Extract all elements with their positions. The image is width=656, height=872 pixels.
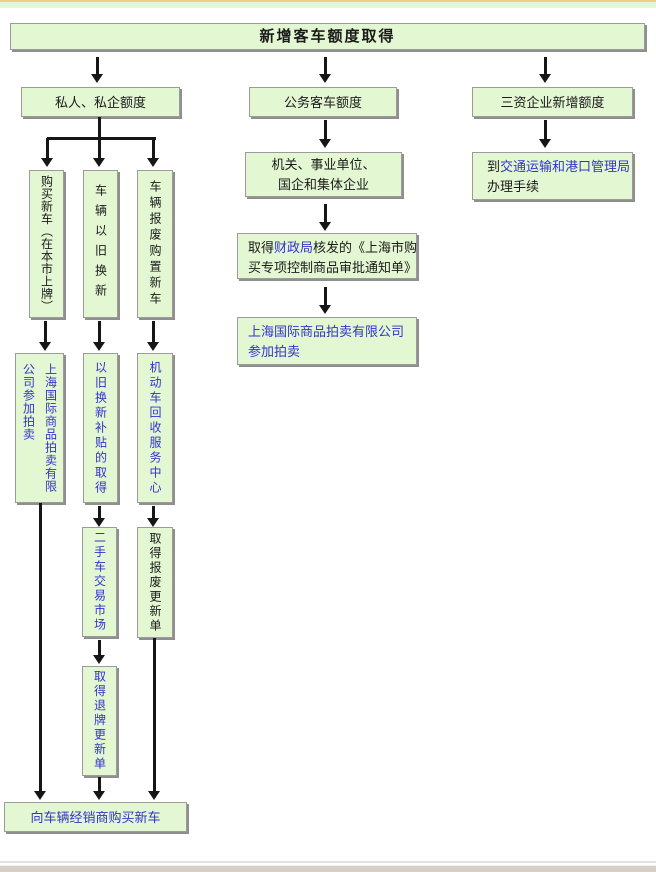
finance-approval-line1: 取得财政局核发的《上海市购 [248, 238, 417, 258]
arrow-finance-to-auction [319, 287, 332, 314]
connector-stem [98, 117, 101, 138]
arrow-market-to-platecert [93, 640, 106, 664]
shanghai-auction-link-line1[interactable]: 上海国际商品拍卖有限 [43, 363, 58, 493]
org-units-line1: 机关、事业单位、 [271, 156, 376, 172]
transport-bureau-box: 到交通运输和港口管理局 办理手续 [472, 152, 633, 200]
org-units-box: 机关、事业单位、 国企和集体企业 [245, 152, 402, 197]
branch-foreign-box: 三资企业新增额度 [472, 87, 633, 117]
arrow-foreign-to-transport [539, 120, 552, 148]
recycle-center-link-label[interactable]: 机动车回收服务中心 [148, 360, 162, 496]
used-car-market-link-box[interactable]: 二手车交易市场 [82, 527, 117, 637]
scrap-purchase-box: 车辆报废购置新车 [137, 170, 173, 318]
scrap-renewal-cert-box: 取得报废更新单 [137, 527, 173, 638]
top-accent-line [0, 0, 656, 2]
arrow-scrap-to-recycle [147, 321, 160, 351]
arrow-split-left [41, 138, 54, 167]
plate-return-cert-link-box[interactable]: 取得退牌更新单 [82, 666, 117, 776]
trade-in-label: 车辆以旧换新 [93, 184, 108, 304]
branch-official-box: 公务客车额度 [249, 87, 397, 117]
arrow-tradein-to-subsidy [93, 321, 106, 351]
page-title: 新增客车额度取得 [259, 28, 396, 45]
shanghai-auction-vertical-box[interactable]: 上海国际商品拍卖有限 公司参加拍卖 [15, 353, 64, 503]
arrow-auction-to-dealer [34, 503, 47, 800]
buy-new-car-label: 购买新车（在本市上牌） [39, 175, 54, 313]
buy-new-car-box: 购买新车（在本市上牌） [29, 170, 64, 318]
trade-in-box: 车辆以旧换新 [83, 170, 118, 318]
auction-company-link-box[interactable]: 上海国际商品拍卖有限公司 参加拍卖 [237, 317, 417, 365]
finance-approval-line2: 买专项控制商品审批通知单》 [248, 260, 418, 275]
transport-bureau-line2: 办理手续 [487, 179, 540, 194]
dealer-purchase-link-box[interactable]: 向车辆经销商购买新车 [4, 802, 187, 832]
arrow-buynew-to-auction [39, 321, 52, 351]
transport-bureau-text-pre: 到 [487, 159, 501, 174]
branch-official-label: 公务客车额度 [283, 94, 362, 110]
auction-company-link-line2[interactable]: 参加拍卖 [248, 344, 301, 359]
bottom-divider-line [0, 861, 656, 863]
bottom-gray-bar [0, 865, 656, 872]
arrow-subsidy-to-market [93, 506, 106, 527]
shanghai-auction-link-line2[interactable]: 公司参加拍卖 [21, 363, 36, 441]
subsidy-link-label[interactable]: 以旧换新补贴的取得 [93, 360, 108, 496]
subsidy-link-box[interactable]: 以旧换新补贴的取得 [83, 353, 118, 503]
arrow-recycle-to-scrapcert [147, 506, 160, 527]
arrow-platecert-to-dealer [93, 777, 106, 800]
used-car-market-link-label[interactable]: 二手车交易市场 [92, 531, 107, 633]
plate-return-cert-link-label[interactable]: 取得退牌更新单 [92, 670, 107, 772]
finance-bureau-link[interactable]: 财政局 [274, 240, 314, 255]
arrow-title-to-foreign [539, 57, 552, 83]
dealer-purchase-link-label[interactable]: 向车辆经销商购买新车 [30, 809, 161, 825]
transport-bureau-link[interactable]: 交通运输和港口管理局 [500, 159, 631, 174]
scrap-purchase-label: 车辆报废购置新车 [148, 180, 162, 308]
top-accent-bar [0, 2, 656, 8]
arrow-official-to-org [319, 120, 332, 148]
org-units-line2: 国企和集体企业 [277, 176, 369, 192]
arrow-title-to-official [319, 57, 332, 83]
arrow-scrapcert-to-dealer [148, 638, 161, 800]
branch-private-box: 私人、私企额度 [21, 87, 180, 117]
branch-foreign-label: 三资企业新增额度 [500, 94, 605, 110]
arrow-split-middle [93, 138, 106, 167]
finance-approval-box: 取得财政局核发的《上海市购 买专项控制商品审批通知单》 [237, 233, 417, 279]
arrow-title-to-private [91, 57, 104, 83]
arrow-org-to-finance [319, 204, 332, 231]
finance-approval-text-pre: 取得 [248, 240, 275, 255]
recycle-center-link-box[interactable]: 机动车回收服务中心 [137, 353, 173, 503]
transport-bureau-line1: 到交通运输和港口管理局 [487, 157, 630, 177]
connector-horizontal [47, 137, 156, 140]
finance-approval-text-post: 核发的《上海市购 [313, 240, 418, 255]
scrap-renewal-cert-label: 取得报废更新单 [148, 531, 162, 634]
auction-company-link-line1[interactable]: 上海国际商品拍卖有限公司 [248, 324, 405, 339]
branch-private-label: 私人、私企额度 [54, 94, 146, 110]
arrow-split-right [147, 138, 160, 167]
page-title-box: 新增客车额度取得 [10, 23, 645, 50]
